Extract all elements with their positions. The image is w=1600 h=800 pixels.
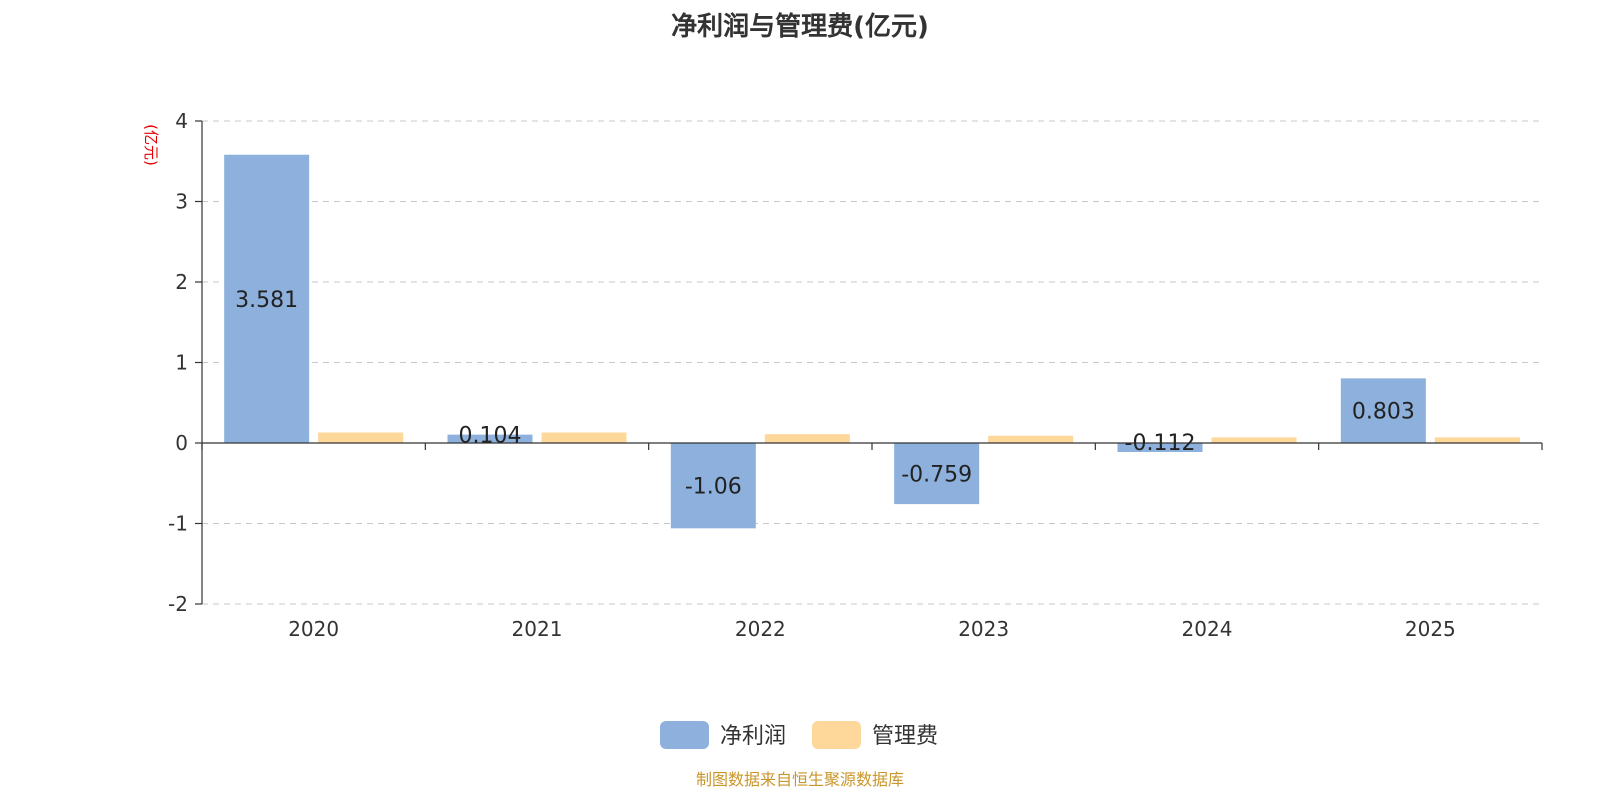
y-tick-label: -1 [168,512,188,536]
x-tick-label: 2023 [958,617,1009,641]
source-note: 制图数据来自恒生聚源数据库 [695,770,904,789]
bar-管理费-2025 [1434,437,1520,443]
x-tick-label: 2022 [735,617,786,641]
bar-净利润-2020 [224,154,310,444]
bar-净利润-2021 [447,434,533,443]
chart-title: 净利润与管理费(亿元) [671,12,929,42]
x-tick-label: 2020 [288,617,339,641]
y-tick-label: 2 [175,270,188,294]
y-tick-label: 4 [175,109,188,133]
data-label: -1.06 [685,475,742,500]
data-label: -0.112 [1125,431,1196,456]
data-label: 0.104 [459,424,522,449]
y-tick-label: 3 [175,190,188,214]
y-tick-label: 0 [175,431,188,455]
bar-管理费-2022 [764,434,850,443]
x-tick-label: 2021 [512,617,563,641]
data-label: 0.803 [1352,400,1415,425]
axes: 4 3 2 1 0 -1 -2 2020 2021 2022 2023 2024 2025 [168,109,1543,641]
bar-净利润-2022 [670,443,756,529]
bar-管理费-2020 [318,432,404,443]
bar-净利润-2024 [1117,443,1203,453]
bar-管理费-2021 [541,432,627,443]
legend: 净利润 管理费 [660,721,938,749]
x-tick-label: 2024 [1182,617,1233,641]
data-labels: 3.581 0.104 -1.06 -0.759 -0.112 0.803 [235,288,1415,500]
bar-管理费-2023 [988,435,1074,443]
data-label: -0.759 [901,463,972,488]
bars [224,154,1520,529]
legend-swatch-管理费 [812,721,861,749]
y-axis-unit-label: (亿元) [142,124,160,166]
bar-净利润-2023 [894,443,980,505]
legend-label-管理费: 管理费 [872,724,938,749]
bar-管理费-2024 [1211,437,1297,443]
grid-lines [202,120,1542,605]
y-tick-label: -2 [168,592,188,616]
data-label: 3.581 [235,288,298,313]
x-tick-label: 2025 [1405,617,1456,641]
legend-label-净利润: 净利润 [720,724,786,749]
bar-净利润-2025 [1340,378,1426,443]
y-tick-label: 1 [175,351,188,375]
legend-swatch-净利润 [660,721,709,749]
